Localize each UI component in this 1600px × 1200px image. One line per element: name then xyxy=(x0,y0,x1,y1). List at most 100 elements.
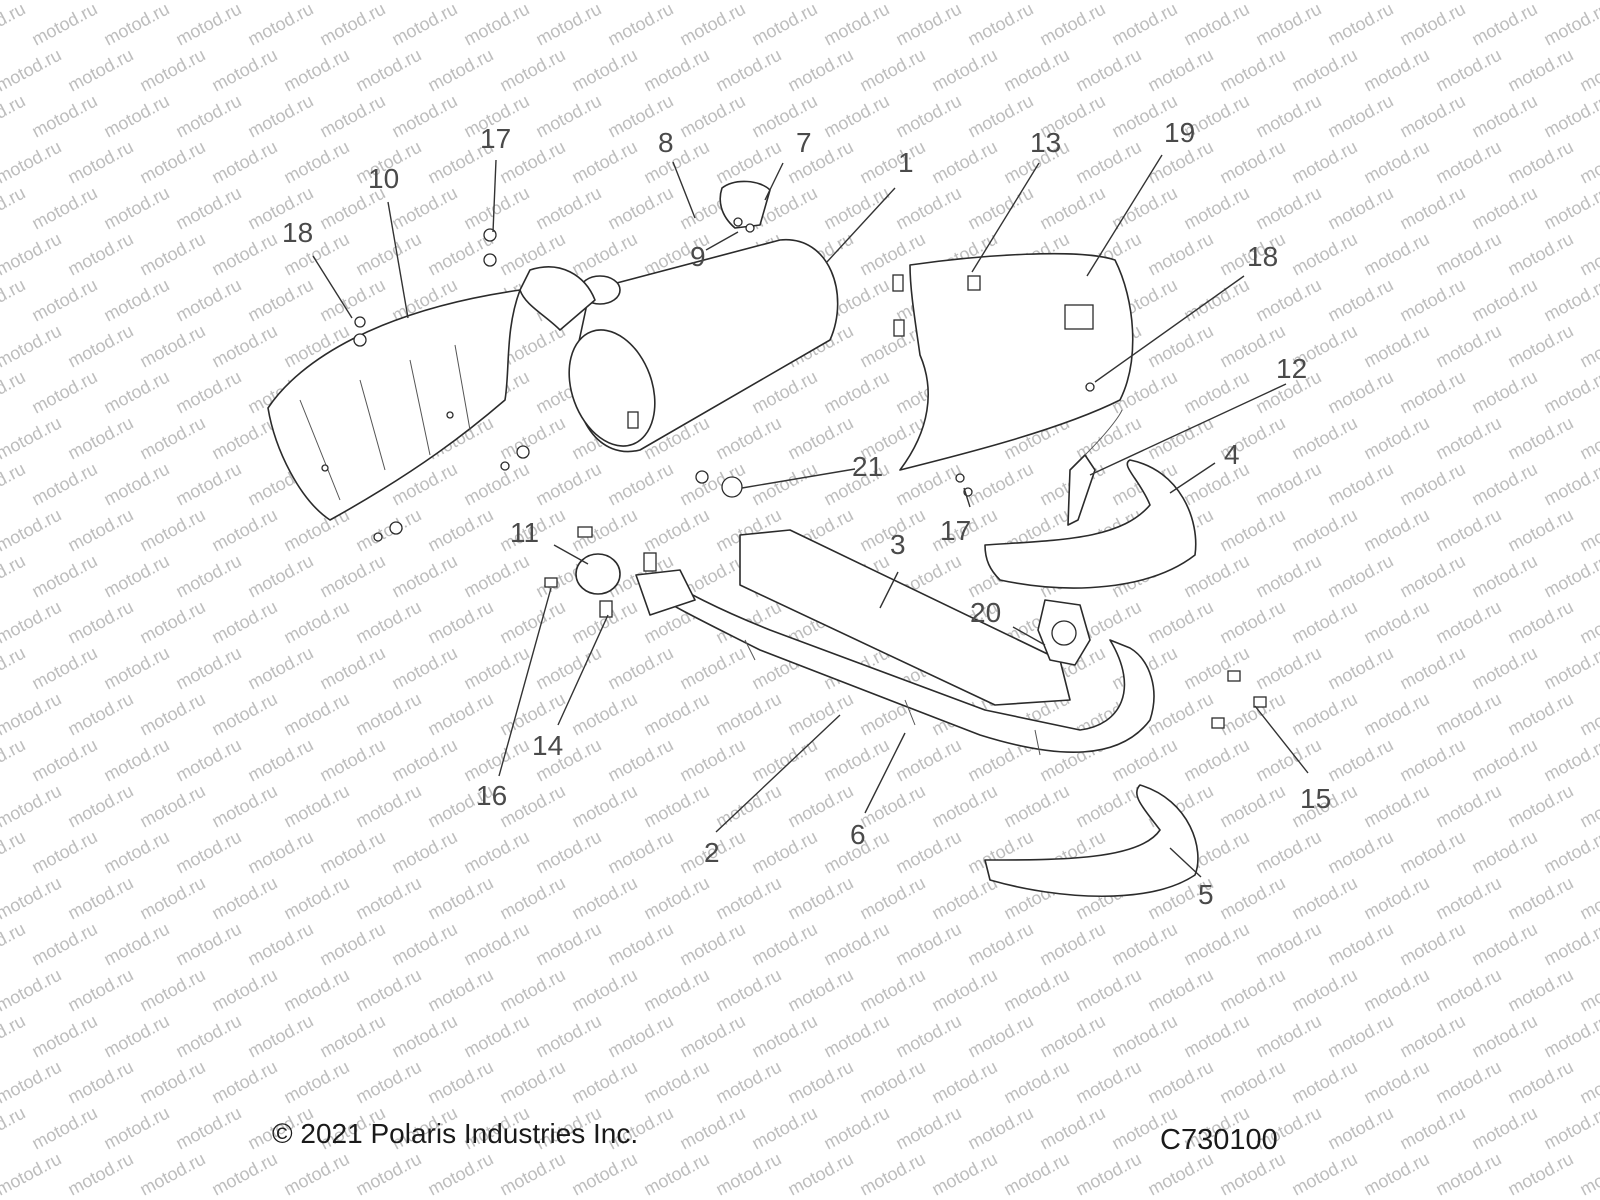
watermark-text: motod.ru xyxy=(1504,137,1576,188)
watermark-text: motod.ru xyxy=(172,827,244,878)
watermark-text: motod.ru xyxy=(172,551,244,602)
watermark-text: motod.ru xyxy=(820,1103,892,1154)
watermark-text: motod.ru xyxy=(1036,0,1108,50)
watermark-text: motod.ru xyxy=(424,1149,496,1200)
watermark-text: motod.ru xyxy=(748,919,820,970)
watermark-text: motod.ru xyxy=(748,1195,820,1200)
watermark-text: motod.ru xyxy=(28,643,100,694)
watermark-text: motod.ru xyxy=(712,0,784,4)
watermark-text: motod.ru xyxy=(136,965,208,1016)
callout-5: 5 xyxy=(1198,879,1214,910)
watermark-text: motod.ru xyxy=(28,1011,100,1062)
callout-7: 7 xyxy=(796,127,812,158)
watermark-text: motod.ru xyxy=(1468,827,1540,878)
watermark-text: motod.ru xyxy=(1144,321,1216,372)
watermark-text: motod.ru xyxy=(424,965,496,1016)
watermark-text: motod.ru xyxy=(0,183,29,234)
watermark-text: motod.ru xyxy=(1576,1149,1600,1200)
watermark-text: motod.ru xyxy=(568,45,640,96)
watermark-text: motod.ru xyxy=(0,873,65,924)
watermark-text: motod.ru xyxy=(1396,1103,1468,1154)
watermark-text: motod.ru xyxy=(1360,45,1432,96)
watermark-text: motod.ru xyxy=(1252,275,1324,326)
watermark-text: motod.ru xyxy=(748,0,820,50)
watermark-text: motod.ru xyxy=(604,183,676,234)
watermark-text: motod.ru xyxy=(0,1149,65,1200)
watermark-text: motod.ru xyxy=(1360,1057,1432,1108)
watermark-text: motod.ru xyxy=(136,45,208,96)
part-o2-sensor xyxy=(1067,454,1096,526)
watermark-text: motod.ru xyxy=(460,735,532,786)
part-shield-4 xyxy=(984,459,1197,589)
watermark-text: motod.ru xyxy=(100,1195,172,1200)
watermark-text: motod.ru xyxy=(748,735,820,786)
watermark-text: motod.ru xyxy=(1396,1011,1468,1062)
watermark-text: motod.ru xyxy=(676,643,748,694)
watermark-text: motod.ru xyxy=(1216,45,1288,96)
watermark-text: motod.ru xyxy=(208,137,280,188)
watermark-text: motod.ru xyxy=(1000,1149,1072,1200)
watermark-text: motod.ru xyxy=(1540,735,1600,786)
watermark-text: motod.ru xyxy=(1036,919,1108,970)
watermark-text: motod.ru xyxy=(1576,0,1600,4)
watermark-text: motod.ru xyxy=(1504,321,1576,372)
watermark-text: motod.ru xyxy=(352,965,424,1016)
watermark-text: motod.ru xyxy=(1360,1149,1432,1200)
watermark-text: motod.ru xyxy=(0,781,65,832)
watermark-text: motod.ru xyxy=(0,551,29,602)
watermark-text: motod.ru xyxy=(1432,965,1504,1016)
watermark-text: motod.ru xyxy=(712,781,784,832)
watermark-text: motod.ru xyxy=(1000,0,1072,4)
watermark-text: motod.ru xyxy=(532,91,604,142)
watermark-text: motod.ru xyxy=(712,1057,784,1108)
watermark-text: motod.ru xyxy=(604,459,676,510)
watermark-text: motod.ru xyxy=(280,1149,352,1200)
watermark-text: motod.ru xyxy=(820,0,892,50)
leader-lines xyxy=(312,154,1309,878)
part-heat-shield-front xyxy=(899,252,1134,471)
watermark-text: motod.ru xyxy=(172,459,244,510)
watermark-text: motod.ru xyxy=(1288,0,1360,4)
watermark-text: motod.ru xyxy=(424,689,496,740)
watermark-text: motod.ru xyxy=(820,91,892,142)
watermark-text: motod.ru xyxy=(676,0,748,50)
watermark-text: motod.ru xyxy=(208,781,280,832)
watermark-text: motod.ru xyxy=(136,1149,208,1200)
watermark-text: motod.ru xyxy=(712,1149,784,1200)
watermark-text: motod.ru xyxy=(28,827,100,878)
watermark-text: motod.ru xyxy=(712,45,784,96)
watermark-text: motod.ru xyxy=(208,505,280,556)
watermark-text: motod.ru xyxy=(1432,137,1504,188)
watermark-text: motod.ru xyxy=(496,0,568,4)
watermark-text: motod.ru xyxy=(1288,873,1360,924)
watermark-text: motod.ru xyxy=(640,781,712,832)
watermark-text: motod.ru xyxy=(1504,873,1576,924)
callout-9: 9 xyxy=(690,241,706,272)
watermark-text: motod.ru xyxy=(1324,367,1396,418)
watermark-text: motod.ru xyxy=(820,183,892,234)
watermark-text: motod.ru xyxy=(532,919,604,970)
watermark-text: motod.ru xyxy=(1540,1103,1600,1154)
watermark-text: motod.ru xyxy=(460,643,532,694)
watermark-text: motod.ru xyxy=(856,137,928,188)
callout-17-upper: 17 xyxy=(480,123,511,154)
watermark-text: motod.ru xyxy=(460,551,532,602)
watermark-text: motod.ru xyxy=(316,551,388,602)
watermark-text: motod.ru xyxy=(640,873,712,924)
watermark-text: motod.ru xyxy=(208,597,280,648)
watermark-text: motod.ru xyxy=(244,275,316,326)
watermark-text: motod.ru xyxy=(1180,919,1252,970)
watermark-text: motod.ru xyxy=(1432,597,1504,648)
watermark-text: motod.ru xyxy=(604,643,676,694)
watermark-text: motod.ru xyxy=(1180,1195,1252,1200)
watermark-text: motod.ru xyxy=(820,367,892,418)
watermark-text: motod.ru xyxy=(1144,45,1216,96)
watermark-text: motod.ru xyxy=(316,0,388,50)
watermark-text: motod.ru xyxy=(1108,0,1180,50)
watermark-text: motod.ru xyxy=(1216,0,1288,4)
watermark-text: motod.ru xyxy=(1468,551,1540,602)
watermark-text: motod.ru xyxy=(280,137,352,188)
watermark-text: motod.ru xyxy=(1360,321,1432,372)
watermark-text: motod.ru xyxy=(892,1195,964,1200)
watermark-text: motod.ru xyxy=(1252,643,1324,694)
